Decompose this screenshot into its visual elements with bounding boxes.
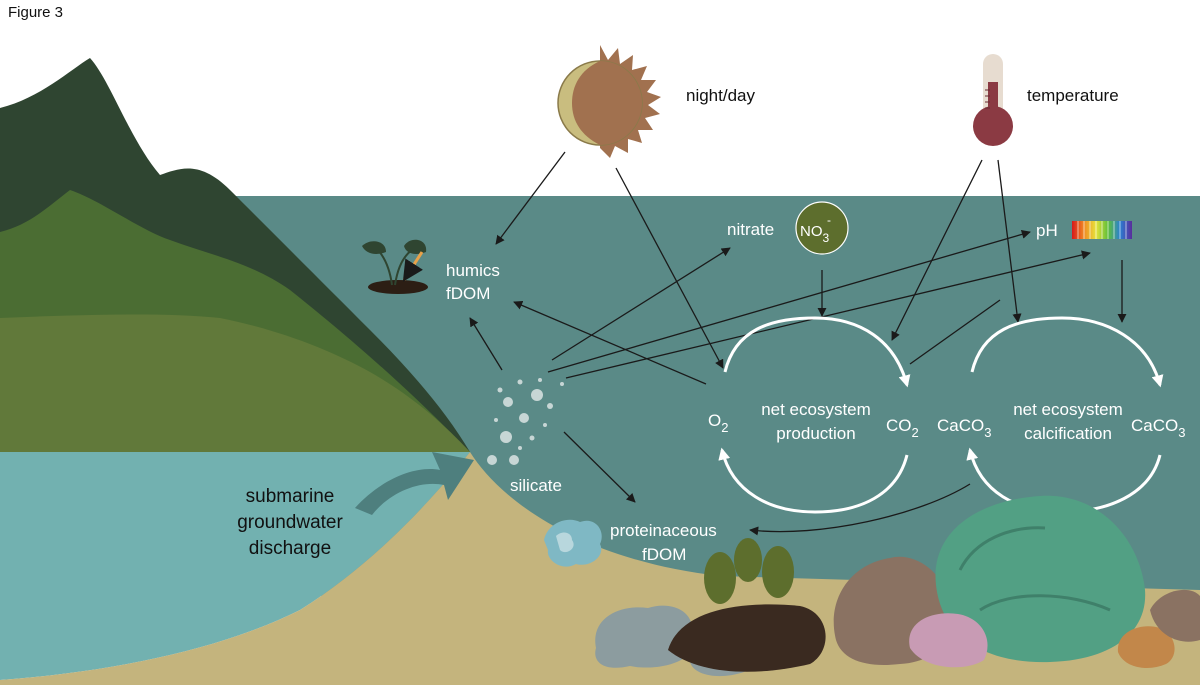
caco3-left-base: CaCO — [937, 416, 984, 435]
co2-subscript: 2 — [912, 425, 919, 440]
caco3-right-label: CaCO3 — [1131, 416, 1185, 440]
silicate-label: silicate — [510, 476, 562, 495]
nep-cycle — [718, 316, 911, 514]
arrow-temp-to-co2 — [891, 159, 983, 341]
sgd-label-2: groundwater — [237, 512, 343, 533]
temperature-label: temperature — [1027, 86, 1119, 105]
nitrate-label: nitrate — [727, 220, 774, 239]
arrow-co2-to-ph — [909, 299, 1001, 365]
plant-icon — [362, 239, 428, 294]
thermometer-icon — [973, 54, 1013, 146]
arrow-temp-to-nec — [997, 159, 1022, 323]
night-day-label: night/day — [686, 86, 755, 105]
sgd-label-1: submarine — [246, 486, 335, 507]
caco3-left-label: CaCO3 — [937, 416, 991, 440]
nep-label-2: production — [776, 424, 855, 443]
no3-superscript: - — [827, 213, 831, 227]
o2-label: O2 — [708, 411, 728, 435]
figure-label: Figure 3 — [8, 4, 64, 21]
mountain-light — [0, 314, 470, 452]
ph-scale-icon — [1072, 221, 1132, 239]
co2-label: CO2 — [886, 416, 919, 440]
ph-label: pH — [1036, 221, 1058, 240]
co2-base: CO — [886, 416, 912, 435]
arrow-nep-to-humics — [513, 301, 707, 385]
caco3-left-subscript: 3 — [984, 425, 991, 440]
nec-label-2: calcification — [1024, 424, 1112, 443]
arrow-nec-to-protein — [749, 483, 971, 536]
arrow-silicate-to-ph — [547, 229, 1031, 373]
sgd-label-3: discharge — [249, 538, 331, 559]
process-arrows — [469, 151, 1127, 536]
silicate-bubbles — [487, 378, 564, 465]
sgd-flow-arrow — [355, 452, 474, 515]
coral-green-massive — [935, 495, 1146, 663]
protein-molecule-icon — [544, 519, 602, 567]
humics-label: humics — [446, 261, 500, 280]
caco3-right-subscript: 3 — [1178, 425, 1185, 440]
groundwater-body — [0, 452, 470, 680]
no3-subscript: 3 — [823, 231, 830, 245]
coral-small-right — [1117, 589, 1200, 668]
proteinaceous-label: proteinaceous — [610, 521, 717, 540]
nec-label: net ecosystem — [1013, 400, 1123, 419]
arrow-silicate-to-nitrate — [551, 247, 731, 361]
nep-label: net ecosystem — [761, 400, 871, 419]
no3-label: NO3 — [800, 223, 830, 245]
proteinaceous-fdom-label: fDOM — [642, 545, 686, 564]
coral-pink — [909, 613, 988, 668]
o2-subscript: 2 — [721, 420, 728, 435]
arrow-silicate-to-ph-bar — [565, 250, 1091, 379]
nitrate-circle — [795, 201, 849, 255]
rock-with-algae — [668, 538, 826, 672]
no3-base: NO — [800, 223, 823, 240]
o2-base: O — [708, 411, 721, 430]
arrow-silicate-to-humics — [469, 317, 503, 371]
arrow-silicate-to-protein — [563, 431, 636, 503]
arrow-sun-to-humics — [495, 151, 566, 245]
humics-fdom-label: fDOM — [446, 284, 490, 303]
sun-moon-icon — [557, 45, 661, 158]
arrow-sun-to-o2 — [615, 167, 724, 369]
caco3-right-base: CaCO — [1131, 416, 1178, 435]
